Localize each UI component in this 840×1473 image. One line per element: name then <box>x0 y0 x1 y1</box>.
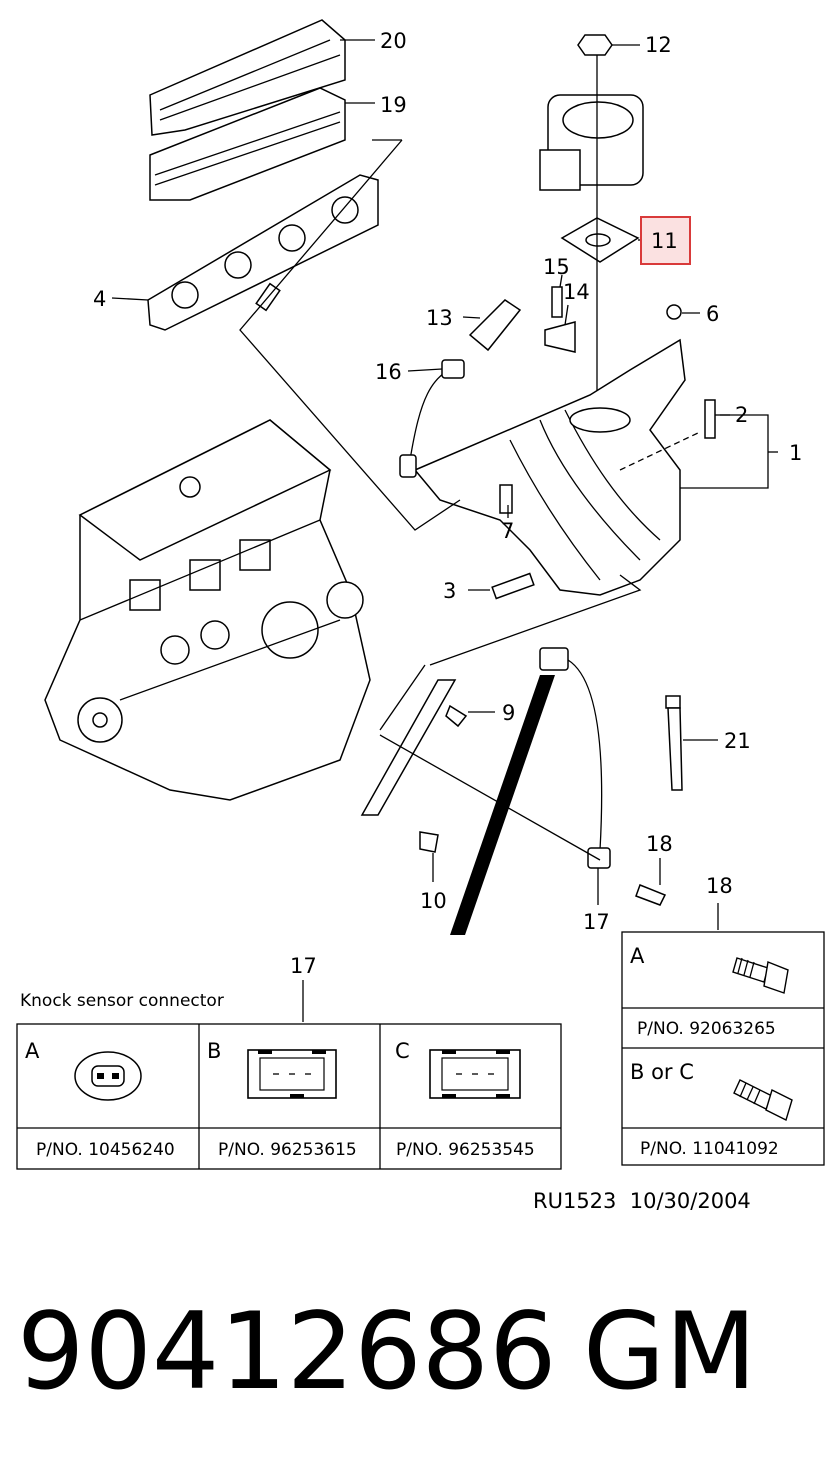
connector-c-icon <box>429 1049 521 1099</box>
callout-18: 18 <box>646 832 673 856</box>
callout-21: 21 <box>724 729 751 753</box>
intake-gasket <box>147 174 379 331</box>
engine-cover-top <box>149 19 346 136</box>
bolt-a-letter: A <box>630 944 645 968</box>
callout-7: 7 <box>501 519 514 543</box>
callout-16: 16 <box>375 360 402 384</box>
variant-c-letter: C <box>395 1039 410 1063</box>
bolt-bc-icon <box>733 1079 793 1121</box>
knock-sensor <box>450 647 667 935</box>
callout-13: 13 <box>426 306 453 330</box>
callout-6: 6 <box>706 302 719 326</box>
knock-sensor-title: Knock sensor connector <box>20 991 224 1011</box>
callout-20: 20 <box>380 29 407 53</box>
knock-sensor-table <box>16 1023 562 1170</box>
callout-15: 15 <box>543 255 570 279</box>
bolt-table <box>621 931 825 1166</box>
callout-14: 14 <box>563 280 590 304</box>
support-bracket <box>360 679 468 853</box>
bolt-bc-pn: P/NO. 11041092 <box>640 1139 779 1159</box>
connector-a-icon <box>74 1051 142 1101</box>
throttle-body <box>539 34 644 191</box>
callout-9: 9 <box>502 701 515 725</box>
engine-block <box>44 419 371 801</box>
engine-cover-bottom <box>149 87 346 201</box>
throttle-gasket <box>560 217 640 263</box>
callout-11: 11 <box>651 229 678 253</box>
drawing-reference: RU1523 10/30/2004 <box>533 1189 751 1213</box>
intake-manifold <box>413 338 686 596</box>
callout-17: 17 <box>583 910 610 934</box>
callout-4: 4 <box>93 287 106 311</box>
connector-b-icon <box>247 1049 337 1099</box>
leader-lines <box>111 39 778 1022</box>
highlighted-part-box <box>640 216 691 265</box>
bolt-table-ref: 18 <box>706 874 733 898</box>
cable-tie <box>665 695 683 791</box>
bolt-bc-letter: B or C <box>630 1060 694 1084</box>
callout-3: 3 <box>443 579 456 603</box>
variant-b-pn: P/NO. 96253615 <box>218 1140 357 1160</box>
callout-12: 12 <box>645 33 672 57</box>
variant-c-pn: P/NO. 96253545 <box>396 1140 535 1160</box>
bolt-a-icon <box>732 957 789 994</box>
callout-2: 2 <box>735 403 748 427</box>
part-number: 90412686 <box>17 1290 557 1413</box>
knock-sensor-ref: 17 <box>290 954 317 978</box>
variant-b-letter: B <box>207 1039 221 1063</box>
variant-a-pn: P/NO. 10456240 <box>36 1140 175 1160</box>
callout-10: 10 <box>420 889 447 913</box>
brand-label: GM <box>583 1290 757 1413</box>
callout-1: 1 <box>789 441 802 465</box>
bolt-a-pn: P/NO. 92063265 <box>637 1019 776 1039</box>
callout-19: 19 <box>380 93 407 117</box>
vacuum-hose <box>399 299 522 478</box>
variant-a-letter: A <box>25 1039 40 1063</box>
